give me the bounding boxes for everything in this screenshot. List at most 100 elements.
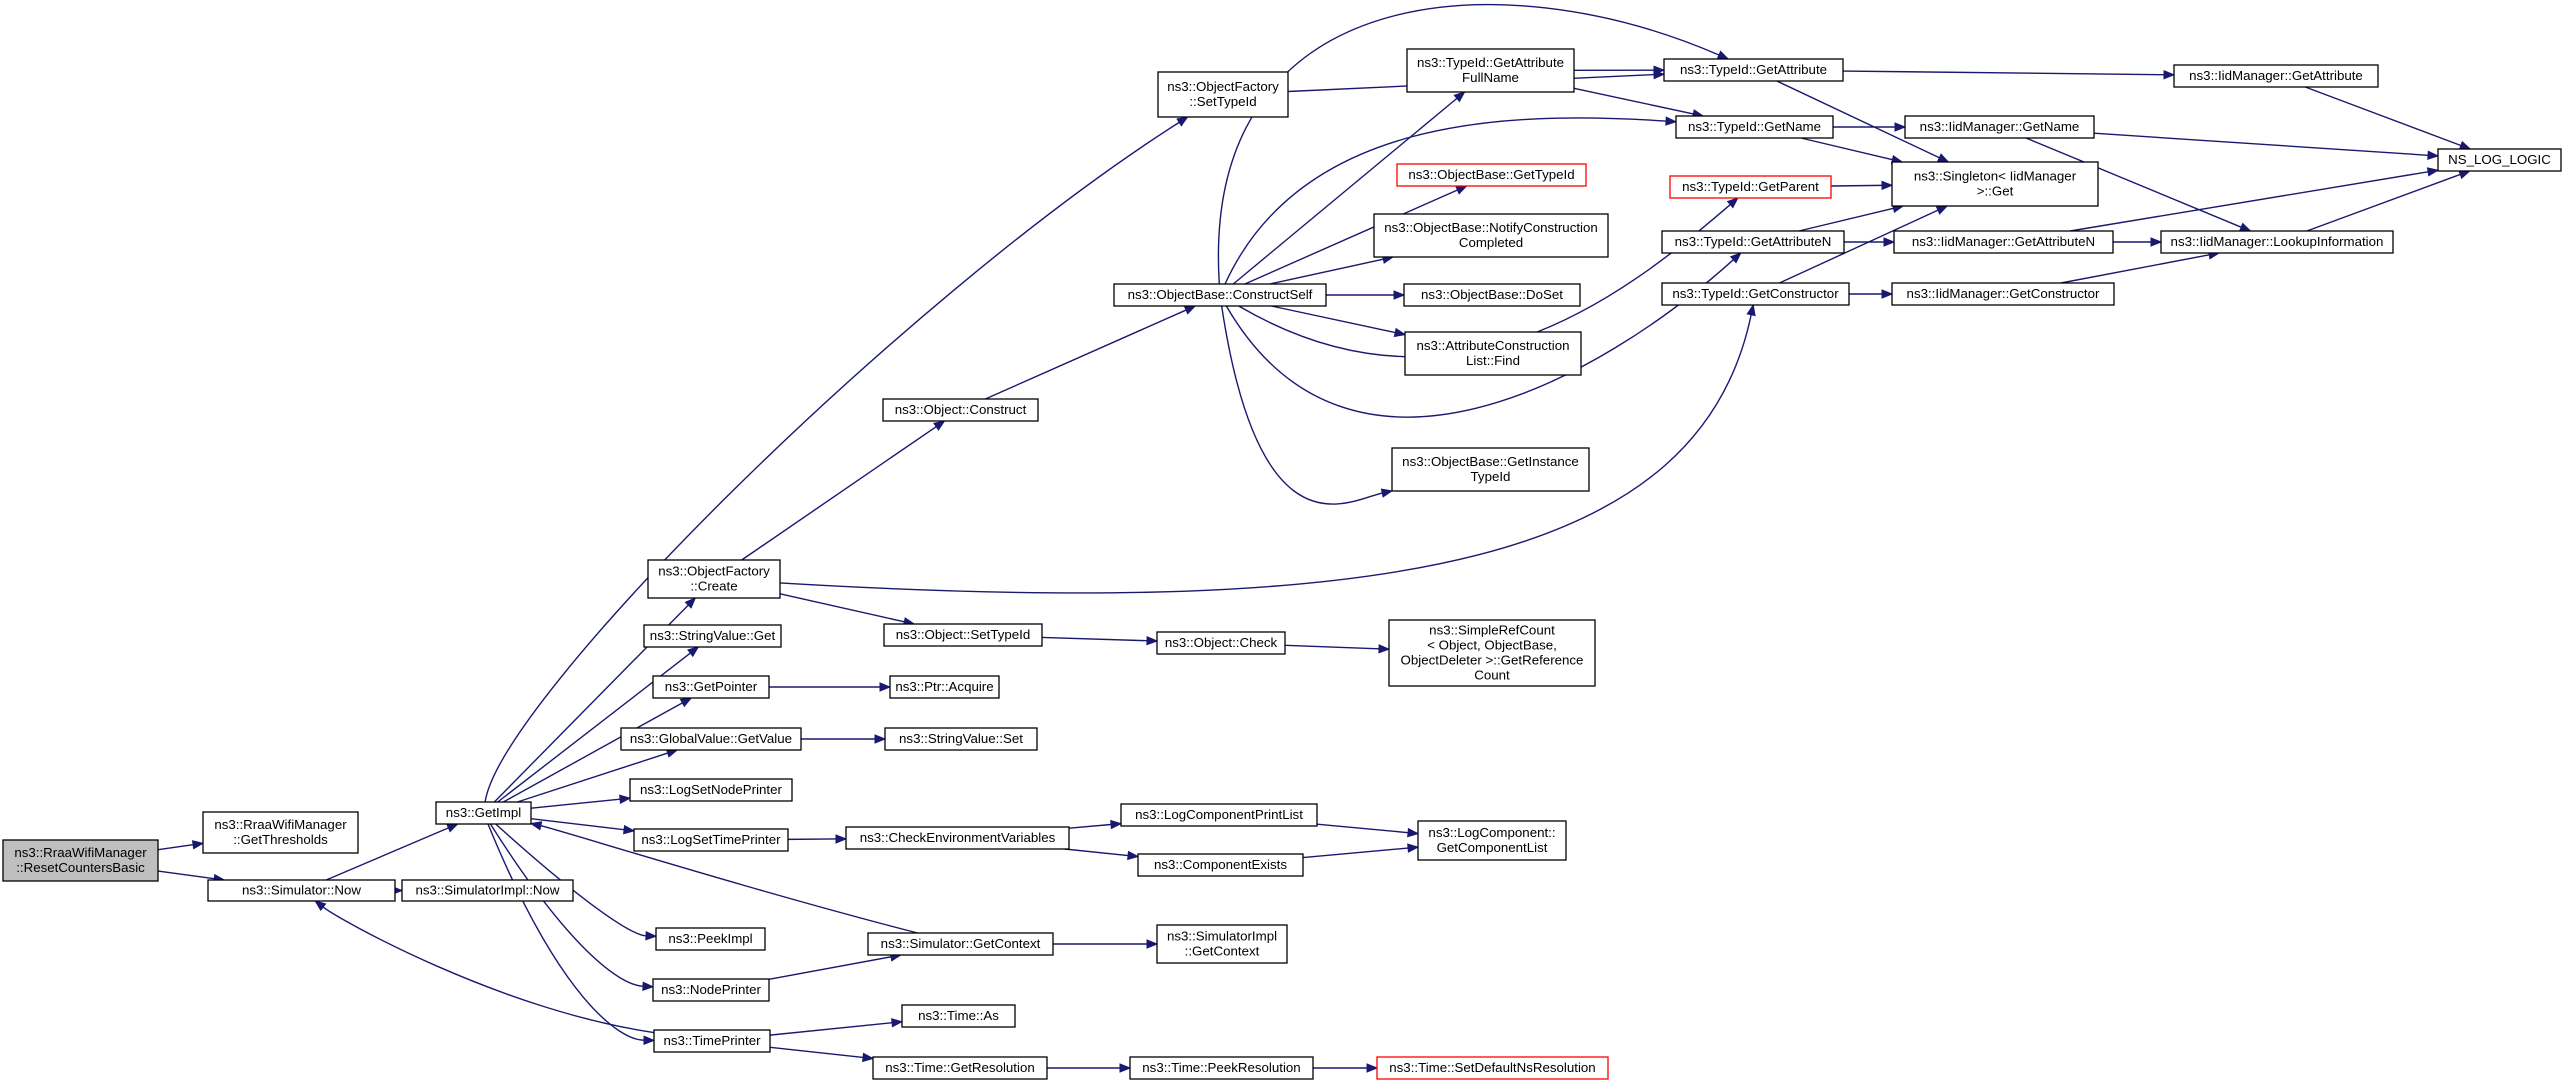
node-logcompgetlist[interactable]: ns3::LogComponent::GetComponentList (1417, 820, 1567, 861)
edge-line (1284, 644, 1380, 650)
node-iidmgrgetname[interactable]: ns3::IidManager::GetName (1904, 115, 2095, 139)
node-timepeekres[interactable]: ns3::Time::PeekResolution (1129, 1056, 1314, 1080)
node-label-line: ns3::IidManager::GetConstructor (1907, 286, 2100, 301)
node-root[interactable]: ns3::RraaWifiManager::ResetCountersBasic (2, 839, 159, 882)
node-logsetnodeprinter[interactable]: ns3::LogSetNodePrinter (629, 778, 793, 802)
edge-line (769, 1046, 864, 1059)
node-label-line: ns3::ComponentExists (1154, 857, 1287, 872)
node-compexists[interactable]: ns3::ComponentExists (1137, 853, 1304, 877)
edge-objfactorycreate-to-objectconstruct (741, 420, 946, 561)
node-constructself[interactable]: ns3::ObjectBase::ConstructSelf (1113, 283, 1327, 307)
edge-arrowhead (1380, 488, 1394, 498)
edge-arrowhead (684, 597, 697, 609)
edge-line (779, 314, 1752, 594)
node-objectconstruct[interactable]: ns3::Object::Construct (882, 398, 1039, 422)
edge-checkenv-to-compexists (1064, 848, 1140, 861)
node-label-line: ns3::SimpleRefCount (1429, 623, 1555, 638)
edge-line (325, 827, 449, 881)
node-label-line: ::ResetCountersBasic (16, 860, 145, 875)
edge-arrowhead (1746, 303, 1756, 317)
node-label-line: ns3::ObjectFactory (1167, 79, 1279, 94)
edge-line (530, 817, 625, 831)
node-simplerefcount[interactable]: ns3::SimpleRefCount< Object, ObjectBase,… (1388, 619, 1596, 687)
node-notifyconstruction[interactable]: ns3::ObjectBase::NotifyConstructionCompl… (1373, 213, 1609, 258)
node-simimplnow[interactable]: ns3::SimulatorImpl::Now (401, 879, 574, 902)
edge-typeidgetconstructor-to-iidmgrgetconstructor (1849, 289, 1894, 299)
node-nslog[interactable]: NS_LOG_LOGIC (2437, 148, 2562, 172)
node-simimplgetcontext[interactable]: ns3::SimulatorImpl::GetContext (1156, 924, 1288, 964)
node-timeprinter[interactable]: ns3::TimePrinter (653, 1029, 771, 1053)
node-typeidgetconstructor[interactable]: ns3::TypeId::GetConstructor (1661, 282, 1850, 306)
node-stringvalueset[interactable]: ns3::StringValue::Set (884, 727, 1038, 751)
node-iidmgrgetconstructor[interactable]: ns3::IidManager::GetConstructor (1891, 282, 2115, 306)
node-stringvalueget[interactable]: ns3::StringValue::Get (643, 624, 782, 648)
edge-line (540, 825, 918, 934)
edge-arrowhead (1455, 185, 1468, 195)
node-checkenv[interactable]: ns3::CheckEnvironmentVariables (845, 826, 1070, 850)
edge-arrowhead (623, 824, 636, 835)
edge-arrowhead (679, 697, 693, 708)
node-typeidgetattribute[interactable]: ns3::TypeId::GetAttribute (1663, 58, 1844, 82)
edge-arrowhead (1146, 635, 1159, 646)
edge-arrowhead (1407, 843, 1420, 853)
edge-layer (157, 3, 2472, 1073)
node-box (1113, 283, 1327, 307)
node-box (629, 778, 793, 802)
node-peekimpl[interactable]: ns3::PeekImpl (655, 927, 766, 951)
node-timegetres[interactable]: ns3::Time::GetResolution (872, 1056, 1048, 1080)
node-globalvaluegetvalue[interactable]: ns3::GlobalValue::GetValue (620, 727, 802, 751)
node-simgetcontext[interactable]: ns3::Simulator::GetContext (867, 932, 1054, 956)
node-objfactorysettypeid[interactable]: ns3::ObjectFactory::SetTypeId (1157, 71, 1289, 118)
edge-objectcheck-to-simplerefcount (1284, 644, 1391, 654)
node-objbasegettypeid[interactable]: ns3::ObjectBase::GetTypeId (1396, 163, 1587, 187)
node-setdefaultnsres[interactable]: ns3::Time::SetDefaultNsResolution (1376, 1056, 1609, 1080)
node-iidmgrgetattribute[interactable]: ns3::IidManager::GetAttribute (2173, 64, 2379, 88)
node-getpointer[interactable]: ns3::GetPointer (652, 675, 770, 699)
node-ptracquire[interactable]: ns3::Ptr::Acquire (889, 675, 1000, 699)
node-logcompprintlist[interactable]: ns3::LogComponentPrintList (1120, 803, 1318, 827)
edge-arrowhead (2458, 140, 2472, 150)
edge-arrowhead (1936, 153, 1950, 163)
node-singleton[interactable]: ns3::Singleton< IidManager>::Get (1891, 161, 2099, 207)
edge-arrowhead (933, 420, 946, 431)
node-timeas[interactable]: ns3::Time::As (901, 1004, 1016, 1028)
node-nodeprinter[interactable]: ns3::NodePrinter (652, 978, 770, 1002)
edge-line (2306, 173, 2461, 232)
node-getimpl[interactable]: ns3::GetImpl (435, 801, 532, 825)
node-label-line: ns3::LogComponent:: (1428, 825, 1555, 840)
node-box (1376, 1056, 1609, 1080)
node-typeidgetparent[interactable]: ns3::TypeId::GetParent (1669, 175, 1832, 199)
edge-line (517, 752, 668, 803)
node-iidmgrgetattributen[interactable]: ns3::IidManager::GetAttributeN (1893, 230, 2114, 254)
node-iidmgrlookup[interactable]: ns3::IidManager::LookupInformation (2160, 230, 2394, 254)
node-objbasedoset[interactable]: ns3::ObjectBase::DoSet (1403, 283, 1581, 307)
edge-constructself-to-getinstancetypeid (1220, 305, 1394, 505)
node-box (1157, 71, 1289, 118)
edge-arrowhead (1453, 91, 1466, 103)
node-objectcheck[interactable]: ns3::Object::Check (1156, 631, 1286, 655)
edge-arrowhead (529, 821, 543, 831)
edge-line (769, 1022, 893, 1036)
edge-arrowhead (1716, 50, 1730, 60)
node-typeidgetattributen[interactable]: ns3::TypeId::GetAttributeN (1661, 230, 1845, 254)
node-box (207, 879, 396, 902)
node-simnow[interactable]: ns3::Simulator::Now (207, 879, 396, 902)
edge-line (985, 309, 1187, 400)
node-box (1156, 924, 1288, 964)
edge-objfactorycreate-to-typeidgetconstructor (779, 303, 1756, 594)
node-label-line: ns3::Time::PeekResolution (1142, 1060, 1300, 1075)
node-objectsettypeid[interactable]: ns3::Object::SetTypeId (883, 623, 1043, 647)
node-getthresholds[interactable]: ns3::RraaWifiManager::GetThresholds (202, 811, 359, 854)
node-logsettimeprinter[interactable]: ns3::LogSetTimePrinter (633, 828, 789, 852)
edge-typeidgetattributen-to-singleton (1798, 203, 1905, 232)
edge-line (1068, 823, 1112, 829)
node-objfactorycreate[interactable]: ns3::ObjectFactory::Create (647, 559, 781, 599)
node-box (1403, 283, 1581, 307)
node-typeidgetname[interactable]: ns3::TypeId::GetName (1675, 115, 1834, 139)
edge-objectsettypeid-to-objectcheck (1041, 635, 1159, 646)
node-box (1893, 230, 2114, 254)
edge-objfactorycreate-to-objectsettypeid (779, 593, 916, 627)
